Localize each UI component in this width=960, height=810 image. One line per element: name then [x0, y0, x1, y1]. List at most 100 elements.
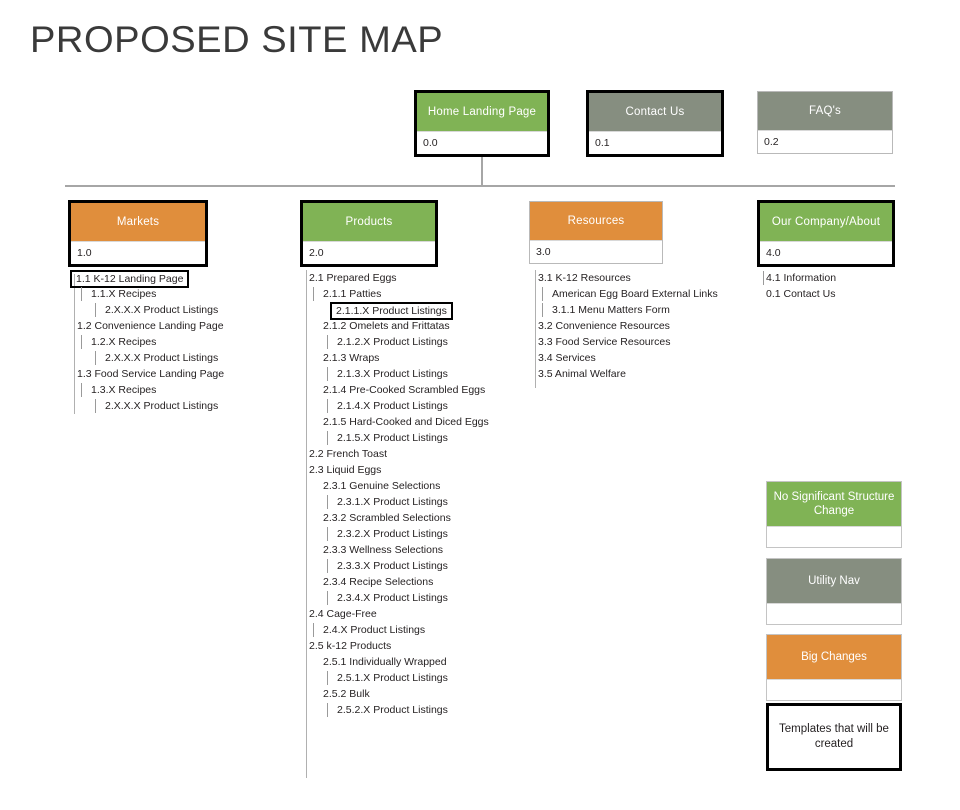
tree-item-label: 2.1.5 Hard-Cooked and Diced Eggs: [323, 416, 489, 428]
tree-item[interactable]: 2.5.1 Individually Wrapped: [302, 654, 492, 670]
tree-item-label: 3.2 Convenience Resources: [538, 320, 670, 332]
tree-item[interactable]: 2.1.4.X Product Listings: [302, 398, 492, 414]
tree-column-products: 2.1 Prepared Eggs 2.1.1 Patties 2.1.1.X Pr…: [302, 270, 492, 778]
tree-item-label: 2.1.1 Patties: [323, 288, 382, 300]
tree-item[interactable]: 2.1.5.X Product Listings: [302, 430, 492, 446]
tree-item[interactable]: 2.2 French Toast: [302, 446, 492, 462]
tree-item[interactable]: 2.3.1.X Product Listings: [302, 494, 492, 510]
tree-item[interactable]: 2.3.4 Recipe Selections: [302, 574, 492, 590]
tree-item[interactable]: 2.3.2.X Product Listings: [302, 526, 492, 542]
tree-item[interactable]: 1.1.X Recipes: [70, 286, 227, 302]
tree-item-label: 2.3.2 Scrambled Selections: [323, 512, 451, 524]
tree-item-label: 1.2.X Recipes: [91, 336, 157, 348]
tree-item[interactable]: 2.5.2.X Product Listings: [302, 702, 492, 718]
tree-item[interactable]: 2.3.4.X Product Listings: [302, 590, 492, 606]
tree-item[interactable]: 2.5.1.X Product Listings: [302, 670, 492, 686]
tree-item[interactable]: 2.X.X.X Product Listings: [70, 350, 227, 366]
tree-item[interactable]: 2.3.3.X Product Listings: [302, 558, 492, 574]
tree-item-label: 2.5.1 Individually Wrapped: [323, 656, 447, 668]
tree-item-label: 2.1.3 Wraps: [323, 352, 380, 364]
tree-item[interactable]: 1.3.X Recipes: [70, 382, 227, 398]
tree-item-label: 2.3.1.X Product Listings: [337, 496, 448, 508]
tree-tick: [327, 671, 328, 685]
tree-item[interactable]: 0.1 Contact Us: [759, 286, 839, 302]
node-id: 4.0: [760, 241, 892, 264]
tree-item-label: 2.3.2.X Product Listings: [337, 528, 448, 540]
tree-item[interactable]: 2.X.X.X Product Listings: [70, 302, 227, 318]
tree-item[interactable]: 2.1.3 Wraps: [302, 350, 492, 366]
tree-rail: [74, 274, 75, 414]
legend-swatch-body: [767, 679, 901, 700]
node-id: 1.0: [71, 241, 205, 264]
tree-item[interactable]: 3.5 Animal Welfare: [531, 366, 721, 382]
tree-item-label: 0.1 Contact Us: [766, 288, 836, 300]
tree-item-label: 2.1.4.X Product Listings: [337, 400, 448, 412]
tree-tick: [95, 303, 96, 317]
tree-item[interactable]: 1.3 Food Service Landing Page: [70, 366, 227, 382]
tree-tick: [327, 527, 328, 541]
tree-item[interactable]: American Egg Board External Links: [531, 286, 721, 302]
tree-item[interactable]: 2.5 k-12 Products: [302, 638, 492, 654]
tree-item-label: 3.5 Animal Welfare: [538, 368, 626, 380]
tree-item-label: 2.5.2.X Product Listings: [337, 704, 448, 716]
tree-item[interactable]: 2.5.2 Bulk: [302, 686, 492, 702]
tree-item-label: 1.2 Convenience Landing Page: [77, 320, 224, 332]
tree-item[interactable]: 2.X.X.X Product Listings: [70, 398, 227, 414]
tree-item[interactable]: 2.3.3 Wellness Selections: [302, 542, 492, 558]
tree-item[interactable]: 2.1.4 Pre-Cooked Scrambled Eggs: [302, 382, 492, 398]
tree-item[interactable]: 2.1 Prepared Eggs: [302, 270, 492, 286]
tree-item-label: 2.4.X Product Listings: [323, 624, 426, 636]
tree-item-label: 2.1.3.X Product Listings: [337, 368, 448, 380]
tree-item[interactable]: 2.4 Cage-Free: [302, 606, 492, 622]
legend-label: No Significant Structure Change: [767, 482, 901, 526]
tree-item[interactable]: 2.1.1 Patties: [302, 286, 492, 302]
tree-item-label: 2.1 Prepared Eggs: [309, 272, 397, 284]
tree-item-label: 2.X.X.X Product Listings: [105, 304, 219, 316]
tree-item[interactable]: 3.4 Services: [531, 350, 721, 366]
node-title: FAQ's: [758, 92, 892, 130]
tree-item[interactable]: 2.1.3.X Product Listings: [302, 366, 492, 382]
tree-item[interactable]: 2.3 Liquid Eggs: [302, 462, 492, 478]
tree-item-label: American Egg Board External Links: [552, 288, 718, 300]
tree-item-label: 4.1 Information: [766, 272, 837, 284]
tree-item-label: 3.4 Services: [538, 352, 596, 364]
tree-item[interactable]: 3.1.1 Menu Matters Form: [531, 302, 721, 318]
tree-item[interactable]: 3.2 Convenience Resources: [531, 318, 721, 334]
legend-label: Big Changes: [767, 635, 901, 679]
tree-item-label: 2.1.1.X Product Listings: [330, 302, 453, 320]
tree-item[interactable]: 2.1.2.X Product Listings: [302, 334, 492, 350]
tree-tick: [327, 335, 328, 349]
tree-item[interactable]: 1.2.X Recipes: [70, 334, 227, 350]
tree-tick: [327, 495, 328, 509]
tree-item[interactable]: 2.4.X Product Listings: [302, 622, 492, 638]
tree-item[interactable]: 2.1.2 Omelets and Frittatas: [302, 318, 492, 334]
tree-item[interactable]: 3.3 Food Service Resources: [531, 334, 721, 350]
connector-home-vertical: [481, 149, 483, 187]
legend-swatch-body: [767, 603, 901, 624]
tree-item-label: 2.3.3.X Product Listings: [337, 560, 448, 572]
legend-item-no-significant-structure-change: No Significant Structure Change: [766, 481, 902, 548]
tree-item-label: 3.3 Food Service Resources: [538, 336, 671, 348]
tree-item[interactable]: 2.3.1 Genuine Selections: [302, 478, 492, 494]
tree-item[interactable]: 2.1.5 Hard-Cooked and Diced Eggs: [302, 414, 492, 430]
tree-item-highlighted[interactable]: 2.1.1.X Product Listings: [302, 302, 492, 320]
tree-item-label: 2.1.4 Pre-Cooked Scrambled Eggs: [323, 384, 486, 396]
tree-item[interactable]: 3.1 K-12 Resources: [531, 270, 721, 286]
tree-item[interactable]: 1.2 Convenience Landing Page: [70, 318, 227, 334]
legend-label: Utility Nav: [767, 559, 901, 603]
node-title: Resources: [530, 202, 662, 240]
tree-item[interactable]: 2.3.2 Scrambled Selections: [302, 510, 492, 526]
tree-item[interactable]: 4.1 Information: [759, 270, 839, 286]
tree-item-label: 2.1.2 Omelets and Frittatas: [323, 320, 450, 332]
tree-item-label: 2.X.X.X Product Listings: [105, 400, 219, 412]
legend-swatch-body: [767, 526, 901, 547]
tree-item-highlighted[interactable]: 1.1 K-12 Landing Page: [70, 270, 227, 288]
